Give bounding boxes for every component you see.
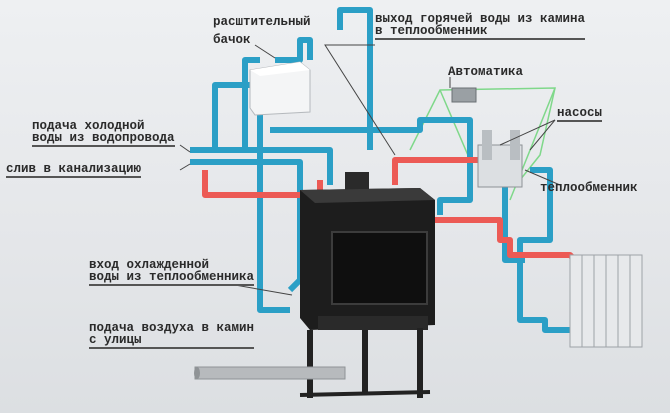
heat-exchanger xyxy=(477,130,523,188)
automation-controller xyxy=(451,87,477,103)
fireplace xyxy=(299,172,435,398)
label-drain: слив в канализацию xyxy=(6,162,142,178)
label-air-intake: подача воздуха в камин с улицы xyxy=(89,321,255,349)
air-intake-pipe xyxy=(194,366,346,380)
expansion-tank xyxy=(249,61,311,116)
label-hot-water-out: выход горячей воды из камина в теплообме… xyxy=(375,12,586,40)
label-heat-exchanger: теплообменник xyxy=(540,181,638,195)
radiator xyxy=(569,254,643,348)
label-pumps: насосы xyxy=(557,106,603,122)
label-expansion-tank: расштительный бачок xyxy=(213,15,311,47)
leader-lines xyxy=(179,44,561,296)
label-cooled-water-in: вход охлажденной воды из теплообменника xyxy=(89,258,255,286)
label-automation: Автоматика xyxy=(448,65,524,79)
label-cold-water-in: подача холодной воды из водопровода xyxy=(32,119,175,147)
